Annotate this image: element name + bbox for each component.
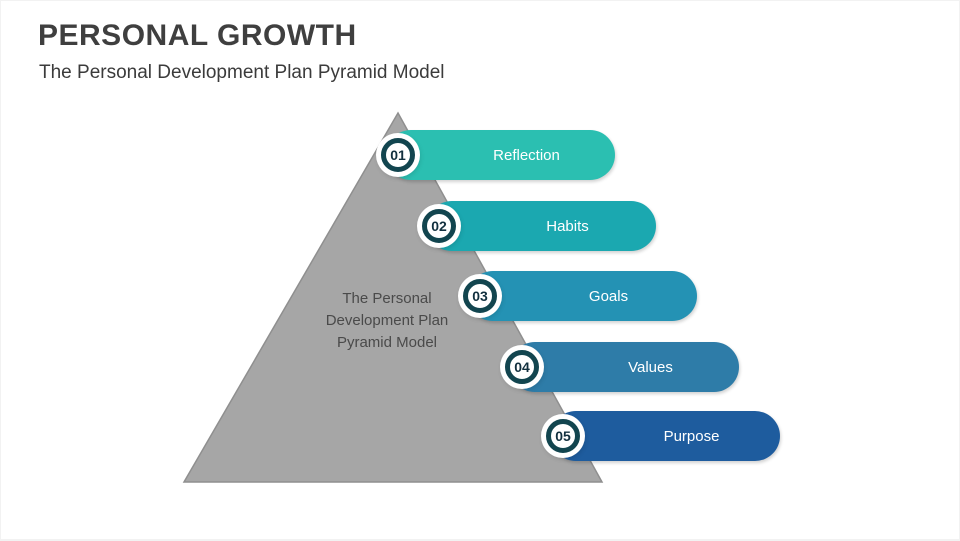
step-label: Reflection	[493, 146, 560, 164]
step-number-badge: 04	[505, 350, 539, 384]
step-pill: Values	[510, 342, 739, 392]
pyramid-step-purpose: Purpose 05	[546, 409, 780, 463]
step-pill: Reflection	[386, 130, 615, 180]
step-label: Goals	[588, 287, 629, 305]
step-number-badge: 01	[381, 138, 415, 172]
step-label: Habits	[546, 217, 589, 235]
pyramid-step-goals: Goals 03	[463, 269, 697, 323]
step-number-badge: 02	[422, 209, 456, 243]
pyramid-label: The Personal Development Plan Pyramid Mo…	[325, 290, 449, 351]
step-label: Values	[628, 358, 673, 376]
step-number: 01	[390, 147, 406, 163]
page-subtitle: The Personal Development Plan Pyramid Mo…	[39, 62, 445, 83]
step-pill: Habits	[427, 201, 656, 251]
step-number: 02	[431, 218, 447, 234]
step-number: 04	[514, 359, 530, 375]
pyramid-step-values: Values 04	[505, 340, 739, 394]
step-number-badge: 03	[463, 279, 497, 313]
page-title: PERSONAL GROWTH	[38, 19, 357, 52]
step-number: 03	[472, 288, 488, 304]
step-pill: Purpose	[551, 411, 780, 461]
step-pill: Goals	[468, 271, 697, 321]
pyramid-step-reflection: Reflection 01	[381, 128, 615, 182]
pyramid-step-habits: Habits 02	[422, 199, 656, 253]
step-label: Purpose	[663, 427, 720, 445]
step-number: 05	[555, 428, 571, 444]
step-number-badge: 05	[546, 419, 580, 453]
